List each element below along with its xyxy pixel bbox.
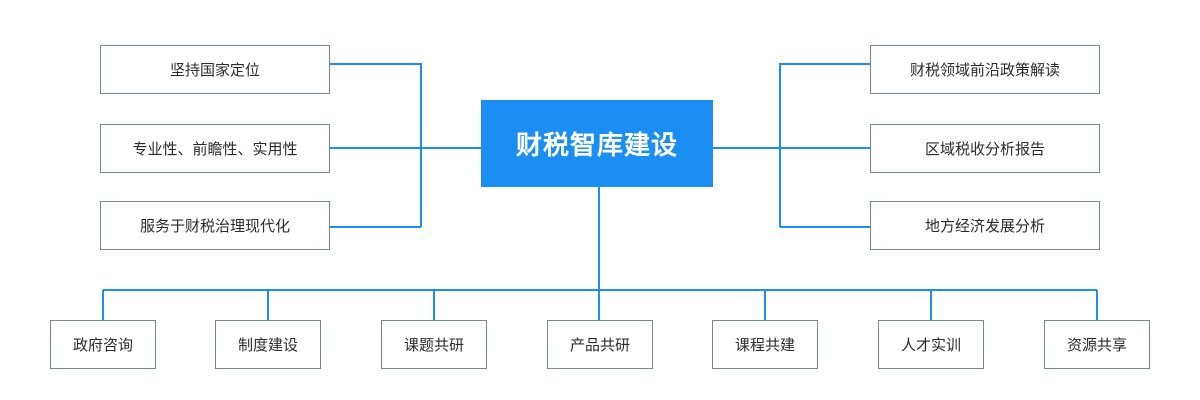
bottom-node-1: 制度建设	[215, 320, 321, 369]
bottom-node-5-label: 人才实训	[900, 336, 961, 354]
bottom-node-4-label: 课程共建	[734, 336, 795, 354]
bottom-node-0: 政府咨询	[50, 320, 156, 369]
bottom-node-2-label: 课题共研	[403, 336, 464, 354]
center-node: 财税智库建设	[481, 100, 713, 187]
bottom-node-6: 资源共享	[1044, 320, 1150, 369]
center-node-label: 财税智库建设	[515, 131, 678, 161]
left-node-2: 服务于财税治理现代化	[100, 201, 330, 250]
right-node-0-label: 财税领域前沿政策解读	[909, 61, 1060, 79]
right-node-2-label: 地方经济发展分析	[924, 217, 1045, 235]
left-node-2-label: 服务于财税治理现代化	[139, 217, 290, 235]
bottom-node-2: 课题共研	[381, 320, 487, 369]
left-node-0: 坚持国家定位	[100, 45, 330, 94]
bottom-node-6-label: 资源共享	[1066, 336, 1127, 354]
bottom-node-5: 人才实训	[878, 320, 984, 369]
left-node-1: 专业性、前瞻性、实用性	[100, 124, 330, 173]
right-node-1-label: 区域税收分析报告	[924, 140, 1045, 158]
bottom-node-3-label: 产品共研	[569, 336, 630, 354]
bottom-node-1-label: 制度建设	[237, 336, 298, 354]
connector-left-node-0	[330, 63, 422, 227]
left-node-1-label: 专业性、前瞻性、实用性	[132, 140, 298, 158]
right-node-0: 财税领域前沿政策解读	[870, 45, 1100, 94]
connector-right-node-0	[779, 63, 870, 227]
right-node-2: 地方经济发展分析	[870, 201, 1100, 250]
bottom-node-0-label: 政府咨询	[72, 336, 133, 354]
left-node-0-label: 坚持国家定位	[169, 61, 260, 79]
right-node-1: 区域税收分析报告	[870, 124, 1100, 173]
bottom-node-3: 产品共研	[547, 320, 653, 369]
bottom-node-4: 课程共建	[712, 320, 818, 369]
